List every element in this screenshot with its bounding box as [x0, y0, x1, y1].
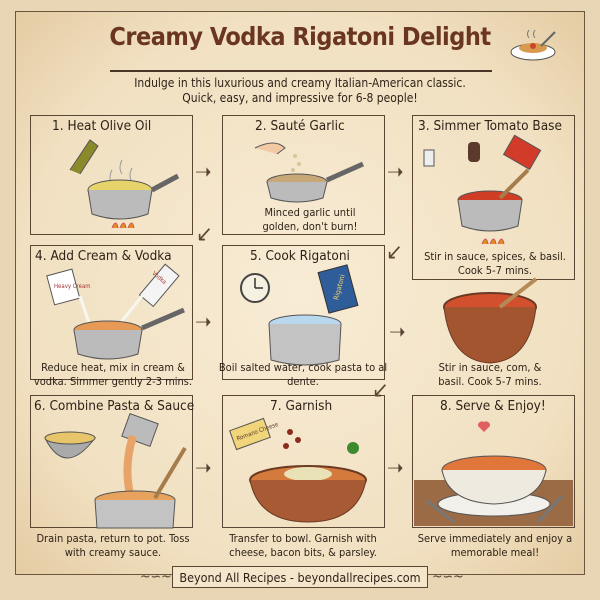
arrow-down-left-icon: ↙ [386, 240, 403, 265]
step-4-title: 4. Add Cream & Vodka [35, 248, 172, 264]
step-7-panel [222, 395, 385, 528]
step-1-panel [30, 115, 193, 235]
arrow-down-left-icon: ↙ [196, 222, 213, 247]
saute-garlic-illustration [254, 142, 365, 203]
flourish-right-icon: ~∽~ [432, 569, 464, 585]
step-7-title: 7. Garnish [270, 398, 333, 414]
step-3-title: 3. Simmer Tomato Base [418, 118, 562, 134]
cream-carton-label: Heavy Cream [54, 283, 91, 290]
step-8-caption: Serve immediately and enjoy a memorable … [417, 532, 573, 559]
fork-icon [425, 498, 455, 524]
arrow-right-icon: ➝ [195, 310, 212, 335]
step-8-title: 8. Serve & Enjoy! [440, 398, 546, 414]
step-4-caption: Reduce heat, mix in cream & vodka. Simme… [33, 361, 193, 388]
combine-pasta-sauce-illustration [44, 412, 187, 529]
page-title: Creamy Vodka Rigatoni Delight [109, 22, 491, 51]
arrow-right-icon: ➝ [195, 456, 212, 481]
title-divider [110, 70, 492, 72]
arrow-right-icon: ➝ [387, 160, 404, 185]
step-3-caption: Stir in sauce, spices, & basil. Cook 5-7… [424, 250, 566, 277]
step-2-title: 2. Sauté Garlic [255, 118, 345, 134]
step-1-title: 1. Heat Olive Oil [52, 118, 152, 134]
spoon-icon [536, 494, 564, 524]
step-5-caption: Boil salted water, cook pasta to al dent… [218, 361, 388, 388]
served-pasta-illustration [414, 421, 573, 526]
step-8-panel [412, 395, 575, 528]
garnish-bowl-illustration: Romano Cheese [229, 417, 367, 523]
step-5-panel [222, 245, 385, 380]
step-6-title: 6. Combine Pasta & Sauce [34, 398, 195, 414]
subtitle-line-2: Quick, easy, and impressive for 6-8 peop… [182, 91, 418, 105]
heart-icon [477, 421, 491, 432]
step-2-caption: Minced garlic until golden, don't burn! [262, 206, 358, 233]
arrow-right-icon: ➝ [389, 320, 406, 345]
step-4-panel [30, 245, 193, 380]
step-2-panel [222, 115, 385, 235]
arrow-right-icon: ➝ [195, 160, 212, 185]
step-6-caption: Drain pasta, return to pot. Toss with cr… [36, 532, 190, 559]
step-corn-caption: Stir in sauce, com, & basil. Cook 5-7 mi… [438, 361, 542, 388]
boiling-pot-rigatoni-illustration: Rigatoni [240, 264, 359, 366]
step-5-title: 5. Cook Rigatoni [250, 248, 350, 264]
subtitle-line-1: Indulge in this luxurious and creamy Ita… [134, 76, 466, 90]
subtitle: Indulge in this luxurious and creamy Ita… [100, 76, 500, 106]
step-7-caption: Transfer to bowl. Garnish with cheese, b… [229, 532, 377, 559]
saucepan-oil-illustration [69, 139, 180, 229]
arrow-right-icon: ➝ [387, 456, 404, 481]
sauce-bowl-illustration [443, 277, 538, 364]
pasta-bowl-icon [510, 29, 556, 61]
step-3-panel [412, 115, 575, 280]
flourish-left-icon: ~∽~ [140, 569, 172, 585]
tomato-sauce-pan-illustration [423, 134, 542, 245]
footer-banner: Beyond All Recipes - beyondallrecipes.co… [172, 566, 428, 588]
cream-vodka-pan-illustration: Heavy Cream Vodka [46, 263, 185, 360]
